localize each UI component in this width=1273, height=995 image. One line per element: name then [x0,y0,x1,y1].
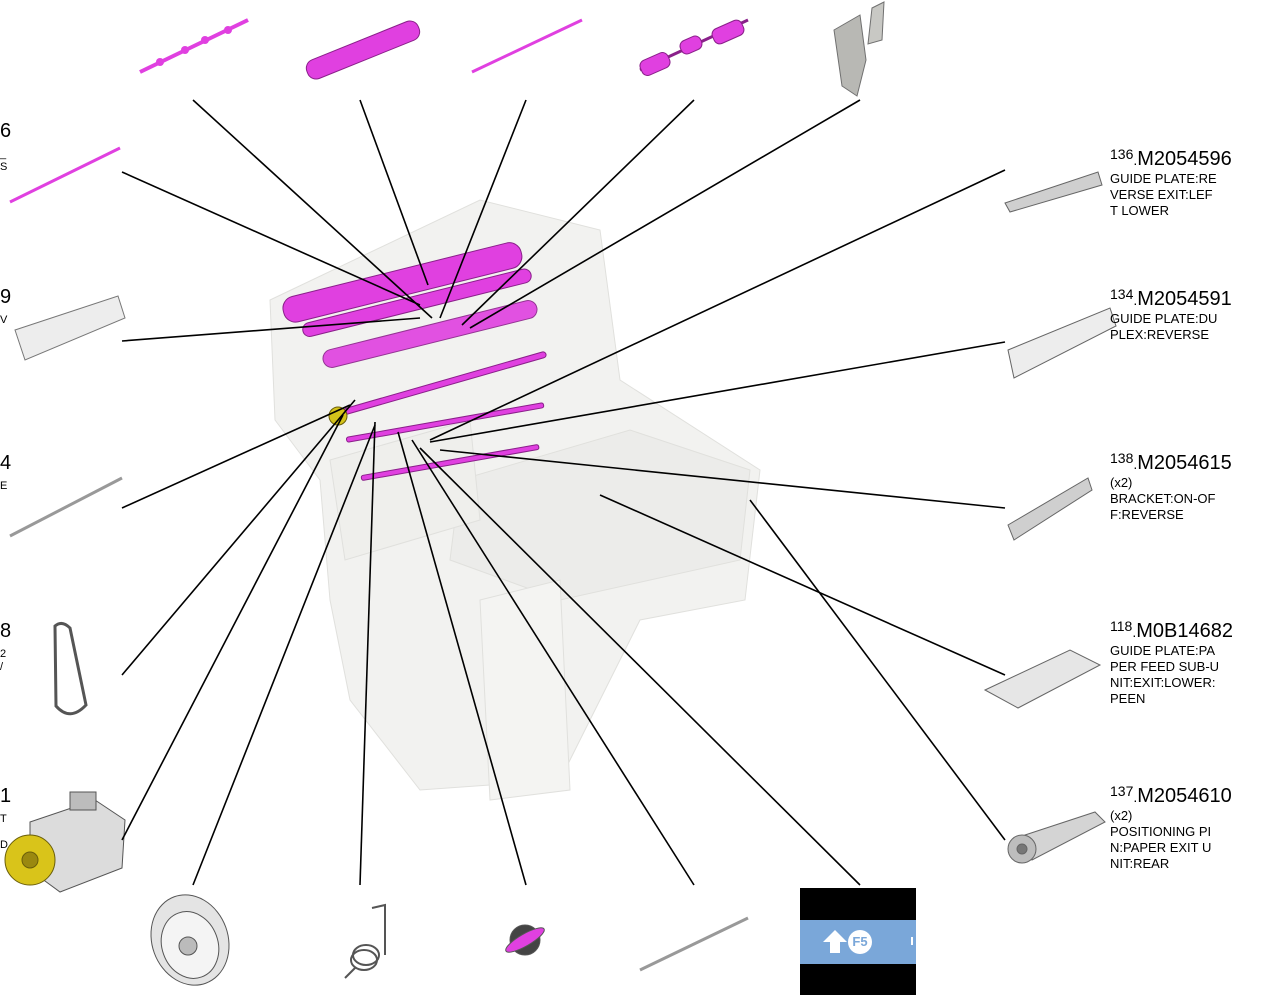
left-label-fragment: 8 [0,620,12,642]
left-label-fragment: 6 [0,120,12,142]
shaft-part-icon [471,18,583,74]
right-parts [983,171,1117,864]
f5-key-label: F5 [848,930,872,954]
part-ref-number: 118 [1110,618,1133,634]
left-label-fragment: 4 [0,452,12,474]
left-label-fragment: T D [0,813,8,851]
part-ref-number: 138 [1110,450,1134,466]
guide-plate-rev-exit-part-icon [1004,171,1103,213]
gear-part-icon [505,924,545,956]
part-number: M2054610 [1137,785,1232,807]
part-label: 134.M2054591 GUIDE PLATE:DUPLEX:REVERSE [1110,286,1232,342]
shaft-roller-part-icon [139,18,249,74]
bottom-parts [150,894,749,986]
tick-icon [911,937,913,945]
part-description: BRACKET:ON-OFF:REVERSE [1110,490,1216,522]
part-number: M2054615 [1137,452,1232,474]
left-label-fragment: 2 / [0,648,7,673]
positioning-pin-part-icon [1007,811,1106,864]
spring-part-icon [344,903,386,979]
motor-part-icon [4,791,126,893]
part-ref-number: 134 [1110,286,1134,302]
part-quantity: (x2) [1110,475,1133,490]
part-description: GUIDE PLATE:REVERSE EXIT:LEFT LOWER [1110,171,1217,218]
leader-lines [121,99,1006,886]
part-label: 118.M0B14682 GUIDE PLATE:PAPER FEED SUB-… [1110,618,1233,706]
belt-part-icon [53,621,88,716]
part-description: POSITIONING PIN:PAPER EXIT UNIT:REAR [1110,823,1212,871]
roller-part-icon [305,20,421,80]
part-ref-number: 136 [1110,146,1134,162]
part-quantity: (x2) [1110,808,1133,823]
part-description: GUIDE PLATE:PAPER FEED SUB-UNIT:EXIT:LOW… [1110,643,1220,706]
guide-plate-duplex-part-icon [1007,307,1117,379]
up-arrow-stem-icon [830,941,840,953]
part-label: 138.M2054615 (x2) BRACKET:ON-OFF:REVERSE [1110,450,1232,522]
up-arrow-icon [823,930,847,942]
part-number: M0B14682 [1136,620,1233,642]
top-parts [139,1,885,97]
assembly-rollers [282,242,547,481]
part-label: 137.M2054610 (x2) POSITIONING PIN:PAPER … [1110,783,1232,871]
left-label-fragment: E [0,480,8,492]
part-number: M2054596 [1137,148,1232,170]
left-rod-part-icon [9,476,123,538]
left-label-fragment: 9 [0,286,12,308]
part-label: 136.M2054596 GUIDE PLATE:REVERSE EXIT:LE… [1110,146,1232,218]
left-label-fragment: _ S [0,148,8,173]
left-label-fragment: 1 [0,785,12,807]
bracket-part-icon [833,14,867,97]
wheel-part-icon [150,894,230,986]
nav-button-bar[interactable]: F5 [800,920,916,964]
part-description: GUIDE PLATE:DUPLEX:REVERSE [1110,311,1218,342]
guide-plate-part-icon [14,295,126,361]
guide-plate-paper-feed-part-icon [983,649,1102,709]
part-number: M2054591 [1137,288,1232,310]
bracket-on-off-part-icon [1007,477,1093,541]
left-parts [4,146,126,893]
left-shaft-part-icon [9,146,121,204]
part-ref-number: 137 [1110,783,1134,799]
nav-back-button[interactable]: F5 [800,888,916,995]
left-label-fragment: V [0,314,8,326]
roller-pair-part-icon [639,18,749,76]
bottom-rod-part-icon [639,916,749,972]
